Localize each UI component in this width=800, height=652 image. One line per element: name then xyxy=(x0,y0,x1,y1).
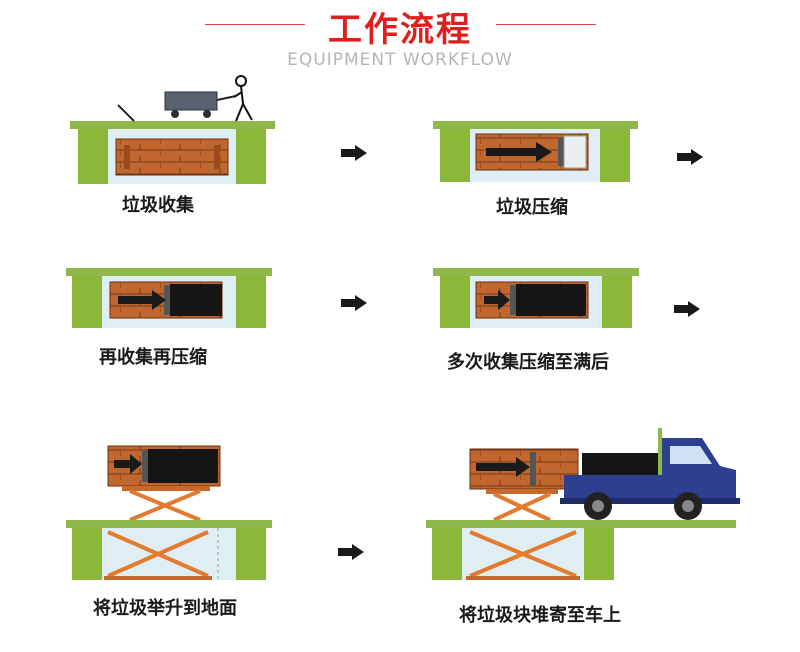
step-6-illustration xyxy=(426,428,740,580)
step-4-label: 多次收集压缩至满后 xyxy=(447,352,609,373)
step-5-illustration xyxy=(66,445,272,580)
step-5-label: 将垃圾举升到地面 xyxy=(93,598,237,619)
step-4-illustration xyxy=(433,268,639,328)
step-3-illustration xyxy=(66,268,272,328)
title-line-left xyxy=(205,24,305,25)
arrow-right-icon xyxy=(677,149,703,165)
arrow-right-icon xyxy=(674,301,700,317)
step-3-label: 再收集再压缩 xyxy=(99,347,207,368)
step-1-label: 垃圾收集 xyxy=(122,195,194,216)
page-title: 工作流程 xyxy=(328,10,472,50)
arrow-right-icon xyxy=(338,544,364,560)
cart-icon xyxy=(164,91,237,118)
step-1-illustration xyxy=(70,75,275,184)
step-2-label: 垃圾压缩 xyxy=(496,197,568,218)
arrow-right-icon xyxy=(341,295,367,311)
truck-icon xyxy=(560,428,740,520)
step-2-illustration xyxy=(433,121,638,182)
step-6-label: 将垃圾块堆寄至车上 xyxy=(459,605,621,626)
page-subtitle: EQUIPMENT WORKFLOW xyxy=(287,50,513,70)
arrow-right-icon xyxy=(341,145,367,161)
worker-icon xyxy=(233,75,253,122)
title-line-right xyxy=(496,24,596,25)
